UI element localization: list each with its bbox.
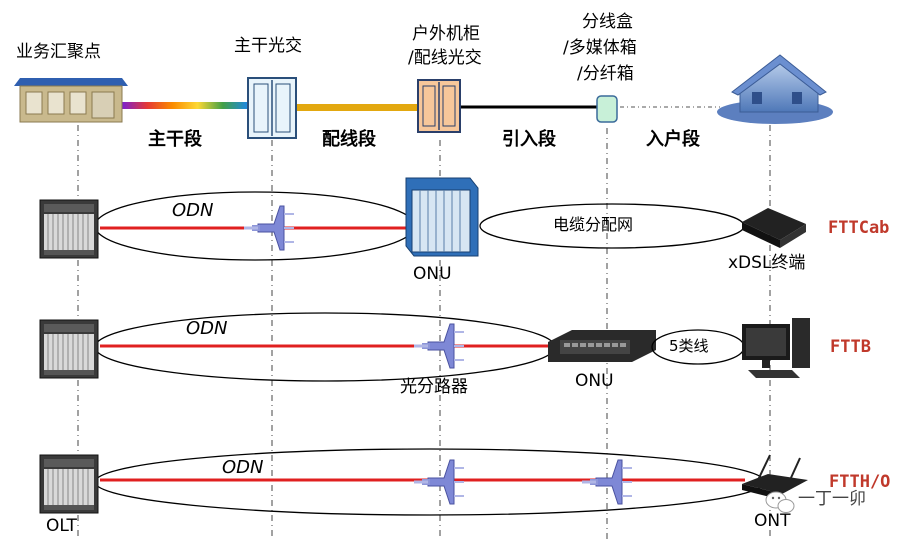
onu-label: ONU [413, 264, 452, 284]
xdsl-terminal-label: xDSL终端 [728, 253, 806, 273]
service-point-label: 业务汇聚点 [16, 42, 101, 62]
outdoor-cabinet-label-2: /配线光交 [408, 48, 482, 68]
wechat-icon [765, 491, 795, 513]
pc-icon [742, 318, 810, 378]
switch-icon [548, 330, 656, 362]
splitter-icon [580, 458, 634, 506]
odn-label: ODN [222, 457, 264, 478]
fttb-label: FTTB [830, 337, 871, 357]
cable-network-label: 电缆分配网 [553, 215, 634, 234]
building-icon [14, 78, 128, 123]
odn-label: ODN [186, 318, 228, 339]
watermark: 一丁一卯 [798, 489, 866, 509]
segment-drop: 引入段 [502, 129, 556, 150]
outdoor-cabinet-icon [417, 79, 461, 133]
olt-icon [39, 319, 99, 379]
outdoor-cabinet-label-1: 户外机柜 [412, 24, 480, 44]
segment-trunk: 主干段 [148, 129, 202, 150]
ftth-label: FTTH/O [829, 472, 891, 492]
onu-icon [405, 177, 479, 257]
cabinet-icon [247, 77, 297, 139]
distribution-cable [296, 104, 418, 111]
box-label-2: /多媒体箱 [563, 38, 637, 58]
trunk-cable [122, 102, 248, 109]
olt-label: OLT [46, 516, 77, 536]
ont-label: ONT [754, 511, 791, 531]
cat5-label: 5类线 [669, 337, 709, 355]
splitter-icon [412, 322, 466, 370]
segment-distribution: 配线段 [322, 129, 376, 150]
splitter-icon [412, 458, 466, 506]
onu-label: ONU [575, 371, 614, 391]
splitter-label: 光分路器 [400, 377, 468, 397]
fttcab-label: FTTCab [828, 218, 890, 238]
modem-icon [742, 208, 806, 248]
box-icon [596, 95, 618, 123]
box-label-1: 分线盒 [582, 12, 633, 32]
odn-label: ODN [172, 200, 214, 221]
splitter-icon [242, 204, 296, 252]
olt-icon [39, 199, 99, 259]
house-icon [717, 54, 833, 124]
olt-icon [39, 454, 99, 514]
segment-indoor: 入户段 [646, 129, 700, 150]
box-label-3: /分纤箱 [577, 64, 634, 84]
trunk-cross-label: 主干光交 [234, 36, 302, 56]
